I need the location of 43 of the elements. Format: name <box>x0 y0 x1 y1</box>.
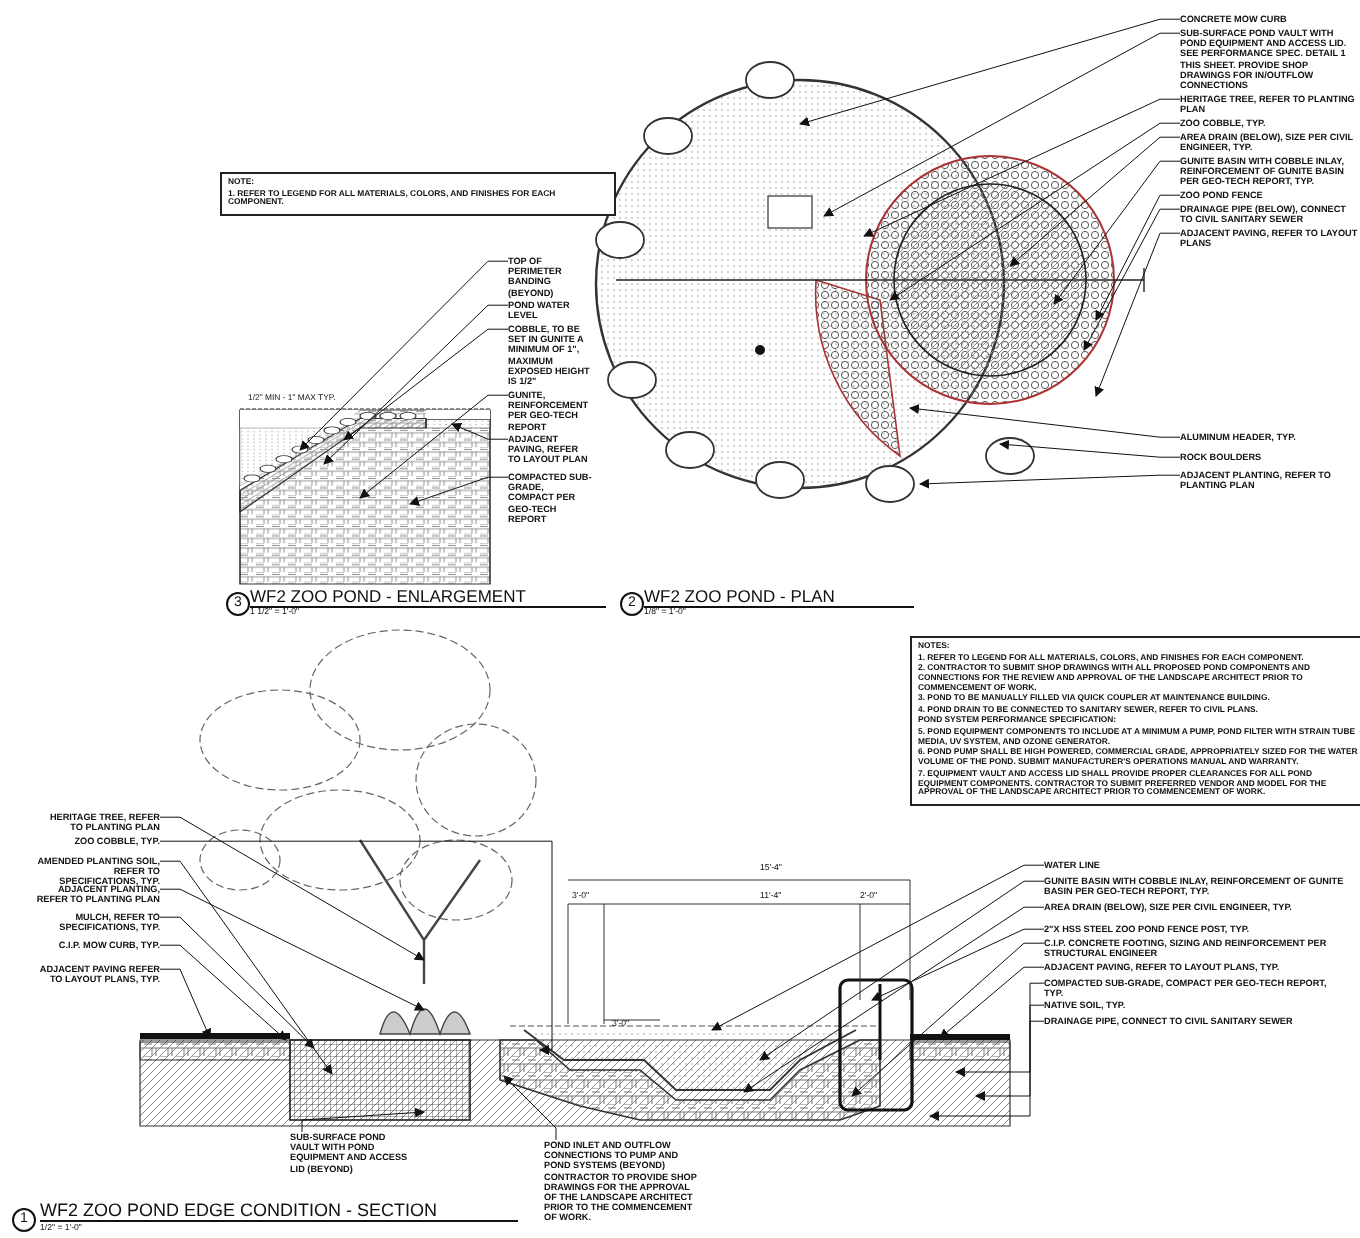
leader-line <box>1094 232 1181 397</box>
leader-line <box>409 476 509 506</box>
note-box <box>910 636 1360 806</box>
leader-line <box>1083 208 1181 351</box>
leader-line <box>159 816 425 961</box>
leader-line <box>929 1020 1045 1121</box>
leader-line <box>159 968 211 1039</box>
leader-line <box>299 260 509 451</box>
leader-line <box>799 18 1181 127</box>
leader-line <box>889 122 1181 301</box>
leader-line <box>359 394 509 499</box>
leader-line <box>1095 194 1181 321</box>
tree-drawing <box>199 629 537 986</box>
leader-line <box>759 880 1045 1061</box>
leader-line <box>939 966 1045 1039</box>
leader-line <box>823 32 1181 217</box>
planting-drawing <box>379 1008 471 1035</box>
leader-line <box>159 944 287 1041</box>
view-title: WF2 ZOO POND - PLAN <box>644 586 915 608</box>
leader-line <box>159 916 315 1049</box>
leader-line <box>159 840 553 1055</box>
leader-line <box>159 860 333 1075</box>
view-title: WF2 ZOO POND - ENLARGEMENT <box>250 586 606 608</box>
leader-line <box>1009 136 1181 267</box>
leader-line <box>159 888 425 1011</box>
leader-line <box>909 404 1181 438</box>
leader-line <box>999 439 1181 458</box>
leader-line <box>975 1004 1045 1101</box>
leader-line <box>1053 160 1181 305</box>
leader-line <box>301 1107 425 1133</box>
leader-line <box>503 1075 557 1141</box>
leader-line <box>711 864 1045 1031</box>
leader-line <box>955 982 1045 1077</box>
leader-line <box>343 328 509 441</box>
view-title: WF2 ZOO POND EDGE CONDITION - SECTION <box>40 1200 518 1222</box>
leader-line <box>863 98 1181 237</box>
leader-line <box>919 474 1181 489</box>
leader-line <box>851 942 1045 1097</box>
leader-line <box>871 928 1045 1001</box>
note-box <box>220 172 616 216</box>
leader-line <box>743 906 1045 1093</box>
leader-line <box>323 304 509 465</box>
leader-line <box>451 422 509 440</box>
